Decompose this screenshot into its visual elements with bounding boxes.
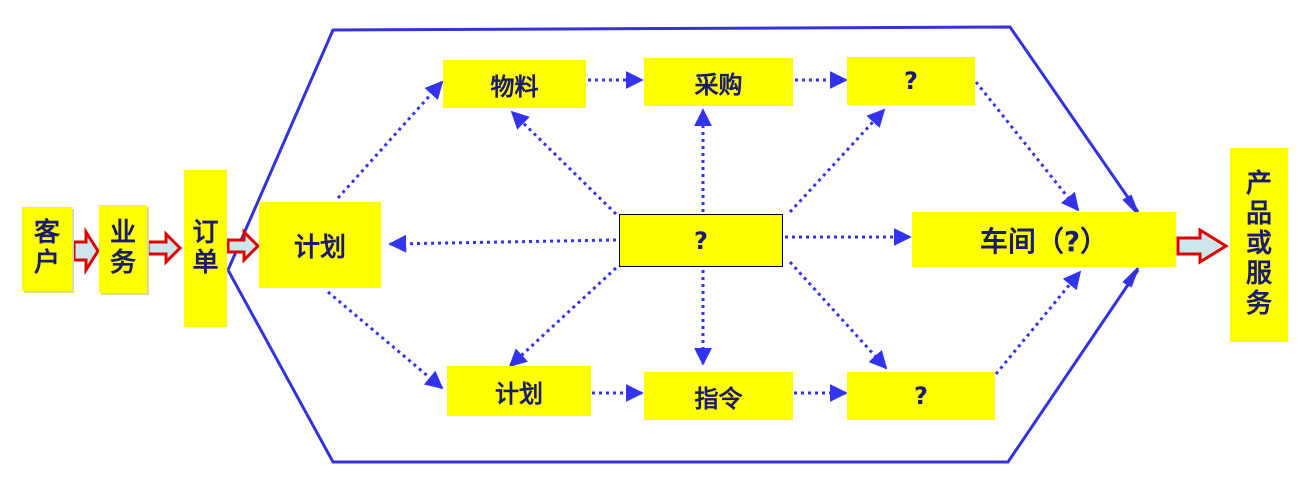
bottom-unknown-box: ? bbox=[847, 372, 995, 420]
flow-arrow-order-to-plan bbox=[226, 228, 261, 264]
hexagon-arrowhead-top bbox=[1122, 194, 1139, 215]
business-char-2: 务 bbox=[109, 248, 136, 278]
arrow-bottom-unknown-to-workshop bbox=[994, 270, 1082, 375]
arrow-plan-to-plan-bottom bbox=[327, 290, 444, 390]
plan-main-box: 计划 bbox=[259, 202, 381, 288]
material-label: 物料 bbox=[490, 72, 539, 101]
workshop-label: 车间（?） bbox=[979, 224, 1109, 258]
customer-box: 客 户 bbox=[22, 207, 72, 291]
plan-main-label: 计划 bbox=[293, 232, 346, 263]
arrow-center-to-plan bbox=[388, 234, 617, 253]
product-char-3: 或 bbox=[1245, 229, 1272, 260]
arrow-plan-to-material bbox=[336, 80, 444, 200]
order-box: 订 单 bbox=[184, 170, 227, 327]
business-box: 业 务 bbox=[99, 205, 147, 293]
customer-char-2: 户 bbox=[33, 248, 60, 278]
arrow-center-to-plan-bottom bbox=[508, 266, 618, 368]
hexagon-arrowhead-bottom bbox=[1122, 267, 1139, 288]
arrow-center-to-material bbox=[510, 110, 618, 216]
flow-arrow-workshop-to-product bbox=[1176, 227, 1229, 265]
top-unknown-box: ? bbox=[847, 57, 975, 105]
product-char-4: 服 bbox=[1245, 258, 1272, 289]
purchase-label: 采购 bbox=[694, 70, 743, 99]
arrow-center-to-bottom-unknown bbox=[788, 260, 888, 370]
center-unknown-box: ? bbox=[619, 214, 783, 267]
business-char-1: 业 bbox=[109, 218, 136, 249]
flow-arrow-customer-to-business bbox=[72, 226, 100, 276]
purchase-box: 采购 bbox=[644, 58, 793, 106]
instruction-box: 指令 bbox=[644, 372, 793, 420]
flow-arrow-business-to-order bbox=[146, 230, 183, 266]
top-unknown-label: ? bbox=[904, 67, 918, 95]
product-char-2: 品 bbox=[1245, 199, 1272, 230]
hexagon-outline bbox=[226, 25, 1140, 464]
material-box: 物料 bbox=[443, 60, 586, 108]
instruction-label: 指令 bbox=[694, 384, 743, 413]
product-char-5: 务 bbox=[1245, 288, 1272, 319]
product-box: 产 品 或 服 务 bbox=[1230, 148, 1288, 342]
product-char-1: 产 bbox=[1245, 169, 1272, 200]
center-unknown-label: ? bbox=[694, 226, 708, 255]
order-char-2: 单 bbox=[192, 247, 219, 278]
workshop-box: 车间（?） bbox=[912, 212, 1176, 267]
order-char-1: 订 bbox=[192, 217, 219, 248]
plan-bottom-box: 计划 bbox=[447, 366, 591, 416]
plan-bottom-label: 计划 bbox=[495, 379, 543, 408]
customer-char-1: 客 bbox=[33, 218, 60, 249]
arrow-center-to-top-unknown bbox=[788, 108, 886, 214]
bottom-unknown-label: ? bbox=[914, 382, 928, 410]
